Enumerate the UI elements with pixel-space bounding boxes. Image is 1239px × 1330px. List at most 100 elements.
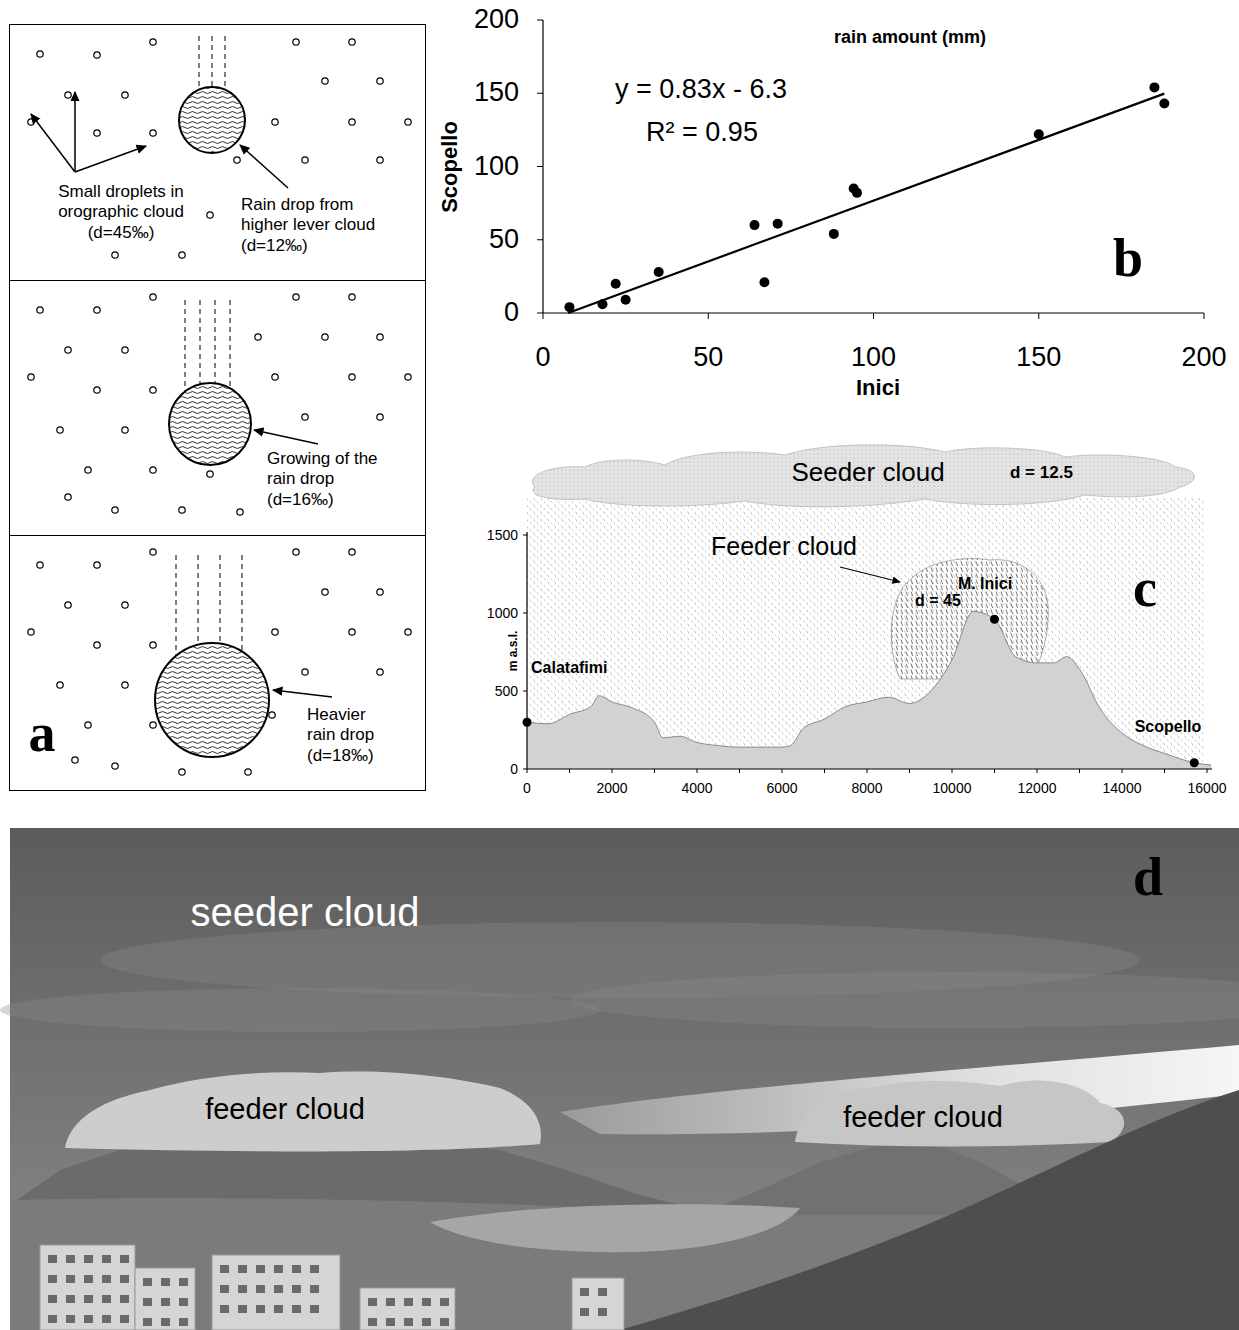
cloud-droplet [150, 294, 156, 300]
site-dot [1190, 758, 1199, 767]
cloud-droplet [349, 549, 355, 555]
window [422, 1318, 431, 1326]
cloud-droplet [293, 294, 299, 300]
cloud-droplet [349, 294, 355, 300]
window [161, 1318, 170, 1326]
x-axis [527, 768, 1212, 769]
window [161, 1278, 170, 1286]
window [310, 1285, 319, 1293]
axis-tick [708, 313, 709, 319]
data-point [759, 277, 769, 287]
axis-tick [612, 769, 613, 773]
window [220, 1305, 229, 1313]
panel-box: Growing of the rain drop (d=16‰) [9, 280, 426, 536]
cloud-fill [532, 445, 1194, 507]
building [212, 1255, 340, 1330]
axis-tick [527, 769, 528, 773]
regression-equation: y = 0.83x - 6.3 [615, 74, 787, 105]
window [404, 1298, 413, 1306]
window [598, 1288, 607, 1296]
window [48, 1275, 57, 1283]
panel-letter: a [29, 702, 56, 764]
pointer-arrow [75, 146, 146, 172]
window [368, 1318, 377, 1326]
window [102, 1275, 111, 1283]
cloud-droplet [150, 39, 156, 45]
panel-a-drawing [28, 36, 411, 775]
axis-tick [1038, 313, 1039, 319]
axis-tick [909, 769, 910, 773]
data-point [1034, 129, 1044, 139]
window [179, 1318, 188, 1326]
feeder-cloud-photo [65, 1071, 541, 1151]
panel-letter: c [1133, 557, 1157, 619]
window [48, 1295, 57, 1303]
axis-tick [1037, 769, 1038, 773]
data-point [597, 299, 607, 309]
axis-tick [739, 769, 740, 773]
cloud-droplet [405, 629, 411, 635]
panel-box: Small droplets in orographic cloud (d=45… [9, 24, 426, 281]
window [120, 1315, 129, 1323]
window [66, 1315, 75, 1323]
tick-label: 0 [510, 761, 518, 777]
cloud-droplet [179, 252, 185, 258]
building [360, 1288, 455, 1330]
cloud-droplet [72, 757, 78, 763]
cloud-droplet [272, 629, 278, 635]
cloud-droplet [85, 722, 91, 728]
sky [10, 828, 1239, 1330]
window [292, 1285, 301, 1293]
cloud-droplet [65, 92, 71, 98]
cloud-droplet [405, 119, 411, 125]
tick-label: 1000 [487, 605, 518, 621]
cloud-droplet [293, 549, 299, 555]
tick-label: 2000 [596, 780, 627, 796]
cloud-droplet [207, 471, 213, 477]
window [580, 1288, 589, 1296]
cloud-texture [532, 445, 1194, 507]
cloud-droplet [112, 507, 118, 513]
window [48, 1315, 57, 1323]
building [135, 1268, 195, 1330]
seeder-cloud: Seeder cloudd = 12.5 [525, 437, 1200, 510]
axis-tick [537, 166, 543, 167]
cloud-droplet [150, 549, 156, 555]
data-point [611, 279, 621, 289]
window [440, 1298, 449, 1306]
window [368, 1298, 377, 1306]
axis-tick [537, 313, 543, 314]
sea [430, 1204, 800, 1252]
tick-label: 6000 [766, 780, 797, 796]
axis-tick [523, 613, 527, 614]
cloud-droplet [237, 509, 243, 515]
cloud-droplet [150, 642, 156, 648]
cloud-streak [0, 988, 600, 1032]
window [422, 1298, 431, 1306]
node-text: d = 45 [915, 592, 961, 610]
data-point [564, 302, 574, 312]
cloud-droplet [150, 722, 156, 728]
cloud-droplet [150, 467, 156, 473]
window [143, 1278, 152, 1286]
photo-label: feeder cloud [205, 1093, 365, 1126]
cloud-label: Feeder cloud [711, 532, 857, 561]
cloud-droplet [28, 374, 34, 380]
axis-title: Scopello [437, 121, 462, 213]
window [102, 1255, 111, 1263]
pointer-arrow [31, 114, 75, 172]
axis-tick [543, 313, 544, 319]
window [66, 1295, 75, 1303]
window [310, 1265, 319, 1273]
window [256, 1265, 265, 1273]
window [404, 1318, 413, 1326]
tick-label: 100 [851, 342, 896, 373]
window [220, 1285, 229, 1293]
cloud-droplet [94, 307, 100, 313]
terrain-outline [527, 611, 1211, 765]
window [179, 1298, 188, 1306]
tick-label: 50 [489, 224, 519, 255]
cloud-droplet [349, 39, 355, 45]
photo-label: feeder cloud [843, 1101, 1003, 1134]
